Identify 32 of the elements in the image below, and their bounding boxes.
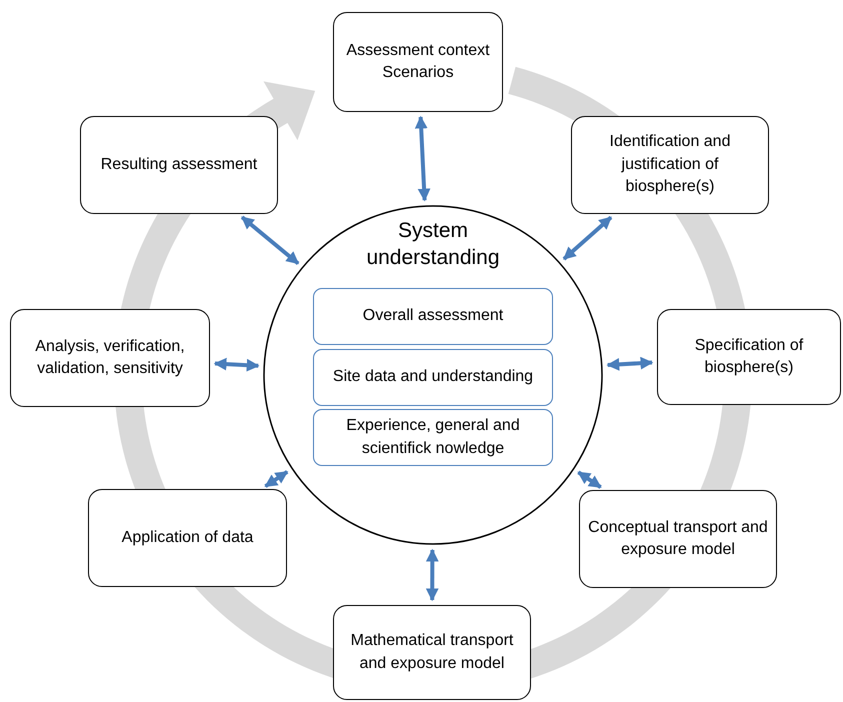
box-label: Experience, general and scientifick nowledge: [345, 416, 521, 458]
process-box: [333, 605, 531, 700]
box-label: Application of data: [122, 528, 254, 548]
process-box: [10, 309, 210, 407]
process-box: [88, 489, 287, 587]
box-label: Mathematical transport and exposure model: [350, 631, 514, 674]
box-label: Assessment context: [346, 40, 490, 61]
box-label: Overall assessment: [362, 306, 504, 326]
box-label: Identification and justification of biosphere(s): [608, 132, 732, 198]
double-arrow: [426, 548, 439, 602]
box-label: Resulting assessment: [100, 154, 258, 175]
knowledge-box: [313, 288, 553, 345]
circle-title: System understanding: [365, 218, 501, 272]
double-arrow: [606, 356, 654, 371]
box-label: Scenarios: [382, 63, 454, 83]
process-box: [571, 116, 769, 214]
double-arrow: [562, 216, 612, 260]
process-box: [333, 12, 503, 112]
box-label: Analysis, verification, validation, sensitivity: [34, 336, 186, 379]
double-arrow: [240, 216, 300, 266]
box-label: Specification of biosphere(s): [694, 336, 804, 378]
box-label: Site data and understanding: [332, 367, 534, 388]
knowledge-box: [313, 349, 553, 406]
double-arrow: [214, 358, 260, 372]
process-box: [80, 116, 278, 214]
box-label: Conceptual transport and exposure model: [588, 518, 768, 560]
process-box: [579, 490, 777, 588]
double-arrow: [264, 470, 288, 488]
knowledge-box: [313, 409, 553, 466]
double-arrow: [414, 116, 430, 202]
double-arrow: [577, 470, 602, 489]
process-box: [657, 309, 841, 405]
